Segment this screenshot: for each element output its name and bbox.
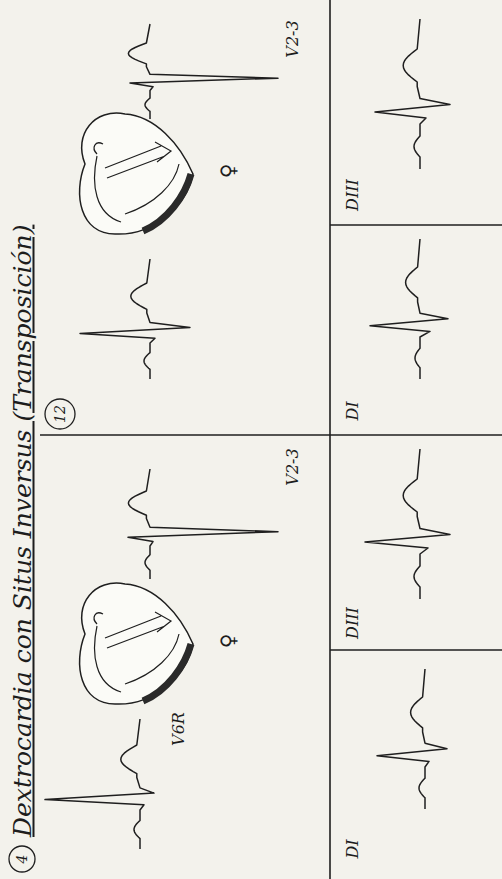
panel-divider xyxy=(330,649,502,651)
lead-label: DI xyxy=(343,839,362,858)
ecg-trace xyxy=(370,239,448,379)
panel-divider xyxy=(329,0,331,879)
ecg-trace xyxy=(375,19,450,169)
ecg-trace xyxy=(128,24,278,119)
sex-symbol: ♀ xyxy=(216,164,240,179)
septum-arrow xyxy=(105,612,171,648)
heart-sketch xyxy=(80,583,193,704)
heart-sketch xyxy=(80,113,193,234)
ecg-trace xyxy=(128,469,278,579)
lead-label: V2-3 xyxy=(283,20,302,57)
lead-label: V2-3 xyxy=(283,448,302,485)
lead-label: DIII xyxy=(343,179,362,211)
callout-circle xyxy=(9,846,35,872)
panel-divider xyxy=(40,434,502,436)
ecg-trace xyxy=(365,449,450,599)
callout-circle xyxy=(45,399,75,429)
ecg-trace xyxy=(45,719,154,849)
heart-outline xyxy=(80,583,193,704)
septum-arrow xyxy=(105,142,171,178)
ecg-trace xyxy=(377,669,447,809)
callout-number: 4 xyxy=(14,855,30,864)
sex-symbol: ♀ xyxy=(216,634,240,649)
lead-label: DIII xyxy=(343,607,362,639)
panel-divider xyxy=(330,224,502,226)
callout-number: 12 xyxy=(52,405,68,423)
vessel-curl xyxy=(94,143,103,154)
lead-label: V6R xyxy=(169,712,188,746)
diagram-title: Dextrocardia con Situs Inversus (Transpo… xyxy=(8,225,37,837)
chamber-line xyxy=(95,626,179,692)
vessel-curl xyxy=(94,613,103,624)
chamber-line xyxy=(95,156,179,222)
lead-label: DI xyxy=(343,401,362,420)
ecg-trace xyxy=(80,259,190,379)
heart-outline xyxy=(80,113,193,234)
